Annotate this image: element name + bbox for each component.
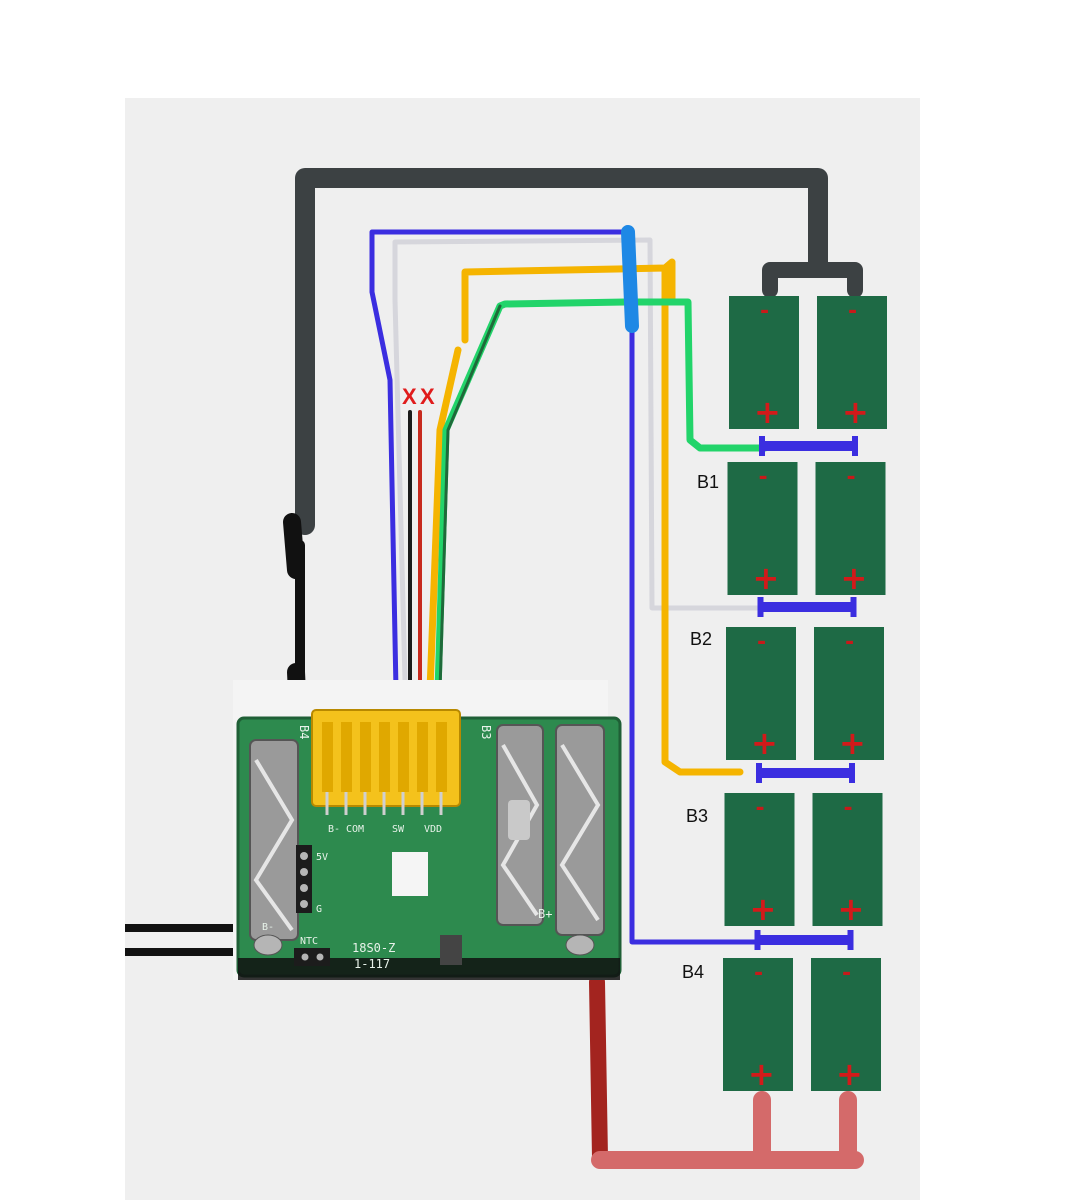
pcb-version: 1-117	[354, 957, 390, 971]
cell-plus-mark: +	[753, 559, 780, 597]
tap-labels: B1 B2 B3 B4	[682, 472, 719, 982]
pcb-label-5v: 5V	[316, 852, 328, 863]
cell-plus-mark: +	[748, 1055, 775, 1093]
connector-slot	[322, 722, 333, 792]
connector-slot	[417, 722, 428, 792]
series-bridge-cap	[757, 597, 764, 617]
cell-minus-mark: -	[848, 299, 857, 324]
tap-label-b3: B3	[686, 806, 708, 826]
pcb-pin-label-vdd: VDD	[424, 824, 442, 835]
pcb-label-ntc: NTC	[300, 936, 318, 947]
output-wire-red	[589, 974, 864, 1169]
battery-cell	[814, 627, 884, 760]
pcb-chip	[392, 852, 428, 896]
cell-minus-mark: -	[757, 630, 766, 655]
tap-label-b1: B1	[697, 472, 719, 492]
balance-wires	[369, 225, 769, 945]
series-bridge-cap	[852, 436, 858, 456]
cell-minus-mark: -	[845, 630, 854, 655]
pcb-model: 18S0-Z	[352, 941, 395, 955]
battery-cell	[817, 296, 887, 429]
series-bridge-cap	[754, 930, 761, 950]
tap-label-b4: B4	[682, 962, 704, 982]
pcb-label-bminus-bottom: B-	[262, 922, 274, 933]
series-bridge-cap	[850, 597, 857, 617]
cut-marks: X X	[402, 384, 435, 409]
series-bridges	[754, 436, 858, 950]
cell-minus-mark: -	[756, 796, 765, 821]
cell-minus-mark: -	[754, 961, 763, 986]
battery-cell	[815, 462, 886, 595]
battery-cell	[726, 627, 796, 760]
pcb-label-b3: B3	[479, 725, 493, 739]
cell-plus-mark: +	[754, 393, 781, 431]
series-bridge-cap	[759, 436, 765, 456]
pcb-ntc-header	[294, 948, 330, 966]
battery-cells: - + - + - + - + - + - + - + - + - + - +	[723, 296, 887, 1093]
wire-green-dark	[438, 304, 502, 692]
pcb-label-bplus: B+	[538, 907, 552, 921]
wire-yellow-b3	[426, 258, 744, 776]
pcb-connector	[311, 709, 461, 815]
pcb-label-b4: B4	[297, 725, 311, 739]
cell-minus-mark: -	[759, 465, 768, 490]
cell-plus-mark: +	[841, 559, 868, 597]
pcb-label-g: G	[316, 904, 322, 915]
battery-cell	[811, 958, 881, 1091]
load-wires	[125, 924, 240, 956]
pcb-terminal-right	[555, 724, 605, 956]
battery-cell	[729, 296, 799, 429]
pcb-pin-label-sw: SW	[392, 824, 405, 835]
wire-gray-b2	[392, 237, 768, 683]
cell-minus-mark: -	[760, 299, 769, 324]
cut-mark-2: X	[420, 384, 435, 409]
battery-cell	[724, 793, 795, 926]
pcb-header-5v	[296, 845, 312, 913]
connector-slot	[341, 722, 352, 792]
bms-board: B4 B3 B- COM SW VDD 5V G B- NTC 18S0-Z 1…	[233, 680, 622, 980]
battery-cell	[723, 958, 793, 1091]
cell-plus-mark: +	[839, 724, 866, 762]
cell-plus-mark: +	[842, 393, 869, 431]
main-negative-wire	[295, 168, 863, 535]
cut-mark-1: X	[402, 384, 417, 409]
series-bridge-cap	[849, 763, 855, 783]
connector-slot	[379, 722, 390, 792]
series-bridge-cap	[847, 930, 854, 950]
connector-slot	[360, 722, 371, 792]
cell-plus-mark: +	[751, 724, 778, 762]
battery-cell	[727, 462, 798, 595]
tap-label-b2: B2	[690, 629, 712, 649]
pcb-terminal-left	[249, 739, 299, 956]
cell-minus-mark: -	[844, 796, 853, 821]
series-bridge-cap	[756, 763, 762, 783]
cell-plus-mark: +	[838, 890, 865, 928]
pcb-pin-label-bminus: B-	[328, 824, 340, 835]
connector-slot	[436, 722, 447, 792]
cell-plus-mark: +	[750, 890, 777, 928]
battery-cell	[812, 793, 883, 926]
connector-slot	[398, 722, 409, 792]
cell-minus-mark: -	[842, 961, 851, 986]
pcb-terminal-middle	[496, 724, 544, 926]
pcb-pin-label-com: COM	[346, 824, 364, 835]
blue-connector-bar	[621, 225, 639, 333]
cell-plus-mark: +	[836, 1055, 863, 1093]
cell-minus-mark: -	[847, 465, 856, 490]
